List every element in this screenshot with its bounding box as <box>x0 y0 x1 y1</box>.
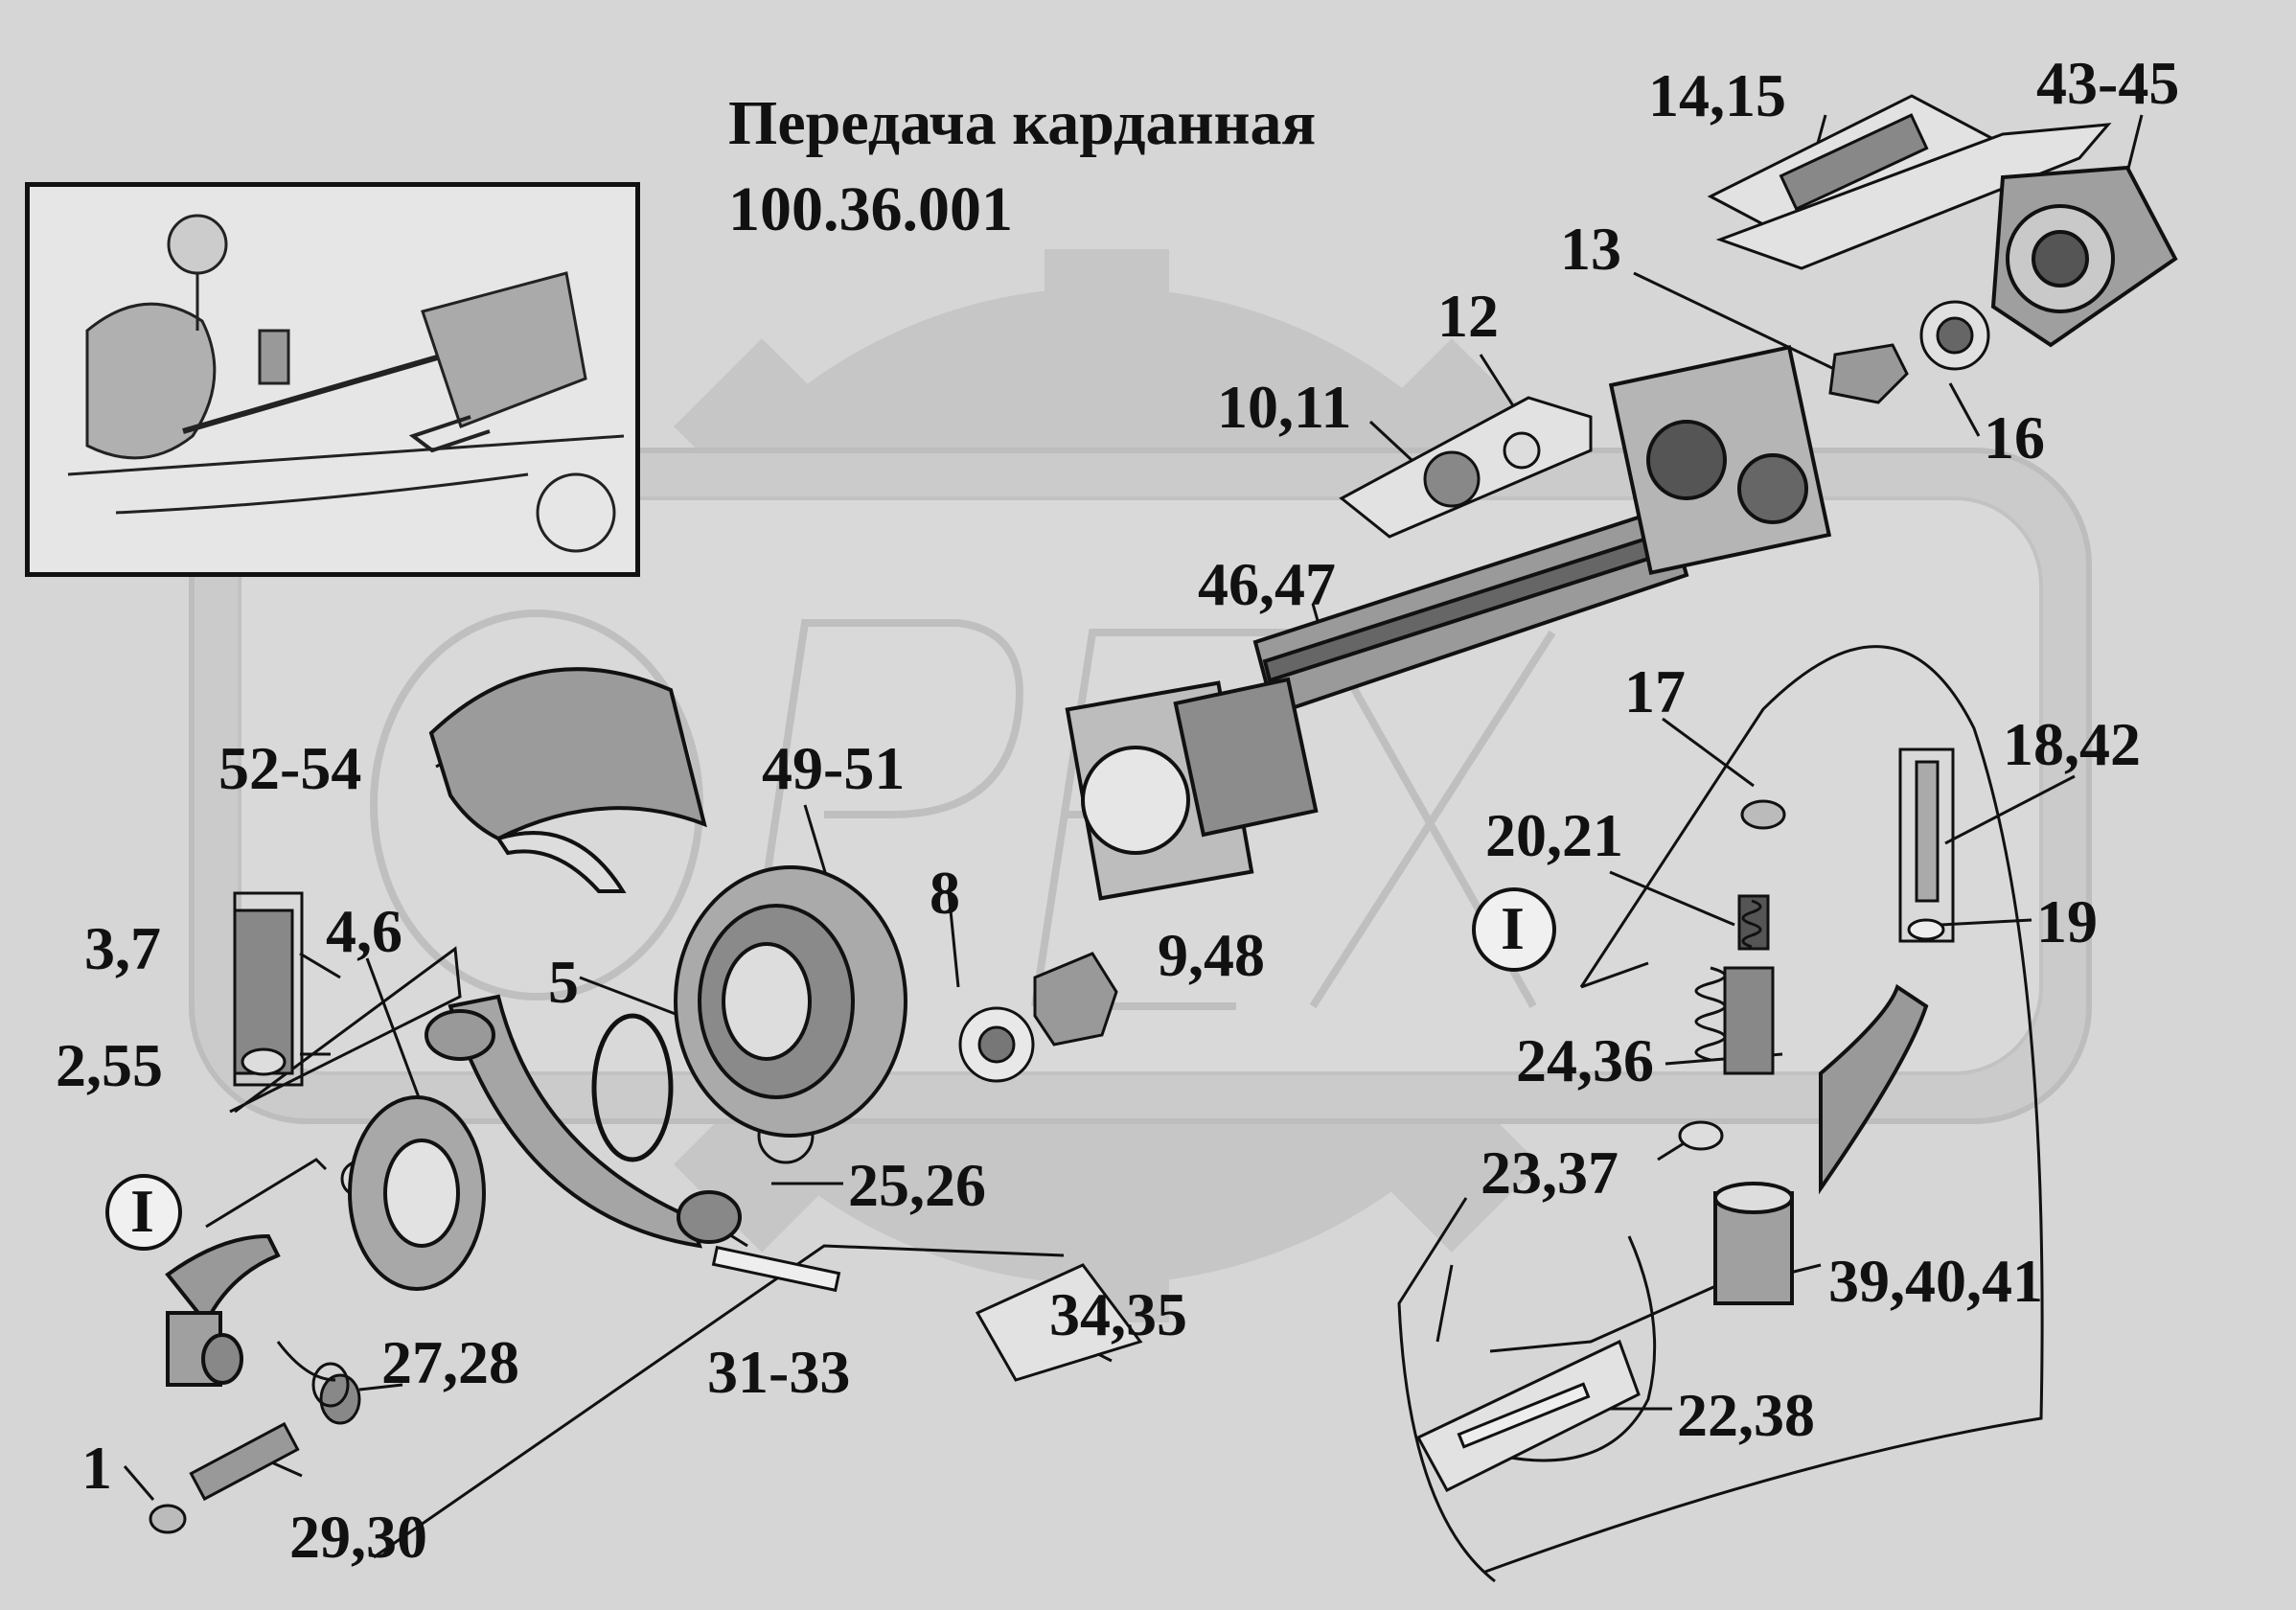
callout-14-15: 14,15 <box>1648 61 1786 129</box>
callout-39-41: 39,40,41 <box>1828 1247 2043 1315</box>
brake-shoe-52-54 <box>428 667 707 893</box>
callout-31-33: 31-33 <box>707 1338 851 1406</box>
callout-23-37: 23,37 <box>1481 1138 1619 1207</box>
callout-29-30: 29,30 <box>289 1503 427 1571</box>
callout-18-42: 18,42 <box>2003 710 2141 778</box>
callout-27-28: 27,28 <box>381 1328 519 1396</box>
spring-27-28 <box>276 899 1762 1408</box>
lever-39-41 <box>1713 983 1929 1305</box>
callout-34-35: 34,35 <box>1049 1280 1187 1348</box>
brake-drum-49-51 <box>674 865 907 1138</box>
callout-19: 19 <box>2036 887 2098 955</box>
ring-5 <box>591 1013 674 1162</box>
callout-52-54: 52-54 <box>218 734 362 802</box>
callout-24-36: 24,36 <box>1516 1026 1654 1094</box>
callout-2-55: 2,55 <box>56 1031 163 1099</box>
callout-25-26: 25,26 <box>848 1151 986 1219</box>
flange-43-45 <box>1990 165 2178 348</box>
inset-location-photo <box>25 182 640 577</box>
callout-8: 8 <box>930 859 960 927</box>
callout-9-48: 9,48 <box>1158 921 1265 989</box>
callout-49-51: 49-51 <box>762 734 906 802</box>
callout-43-45: 43-45 <box>2036 49 2180 117</box>
callout-1: 1 <box>81 1434 112 1502</box>
lever-I <box>165 1233 281 1387</box>
detail-marker-right: I <box>1501 894 1525 962</box>
callout-10-11: 10,11 <box>1217 373 1352 441</box>
callout-20-21: 20,21 <box>1485 801 1623 869</box>
callout-12: 12 <box>1437 282 1499 350</box>
diagram-part-number: 100.36.001 <box>728 174 1013 244</box>
callout-4-6: 4,6 <box>326 897 402 965</box>
diagram-title: Передача карданная <box>728 88 1317 158</box>
callout-16: 16 <box>1984 403 2045 472</box>
callout-13: 13 <box>1560 215 1621 283</box>
detail-marker-circles <box>105 887 1556 1251</box>
callout-22-38: 22,38 <box>1677 1381 1815 1449</box>
detail-marker-left: I <box>130 1177 154 1245</box>
callout-5: 5 <box>548 948 579 1016</box>
callout-3-7: 3,7 <box>84 914 161 982</box>
callout-17: 17 <box>1624 657 1686 725</box>
callout-46-47: 46,47 <box>1198 550 1336 618</box>
cardan-shaft <box>1065 345 1832 901</box>
brake-band-31-33 <box>425 994 742 1249</box>
inset-photo-sketch <box>30 187 635 572</box>
friction-disc-4-6 <box>348 1095 486 1291</box>
